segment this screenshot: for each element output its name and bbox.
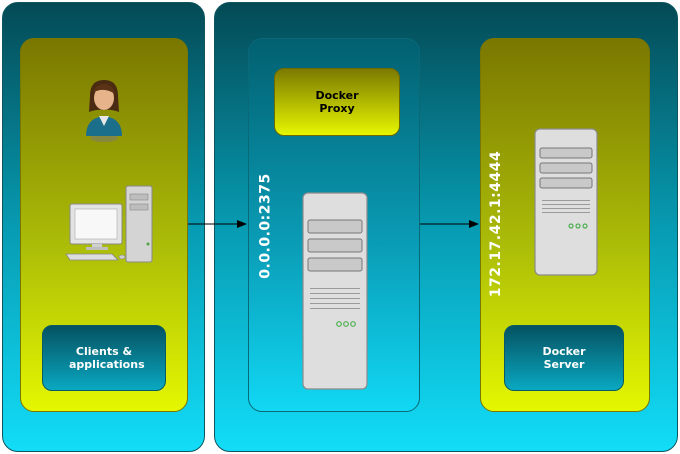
clients-label: Clients & applications <box>69 345 145 371</box>
docker-server-icon <box>534 128 598 276</box>
proxy-label: Docker Proxy <box>315 89 359 115</box>
user-icon <box>82 76 126 144</box>
server-label: Docker Server <box>542 345 586 371</box>
server-label-box: Docker Server <box>504 325 624 391</box>
clients-label-box: Clients & applications <box>42 325 166 391</box>
proxy-server-icon <box>302 192 368 390</box>
proxy-label-box: Docker Proxy <box>274 68 400 136</box>
desktop-computer-icon <box>64 184 156 266</box>
